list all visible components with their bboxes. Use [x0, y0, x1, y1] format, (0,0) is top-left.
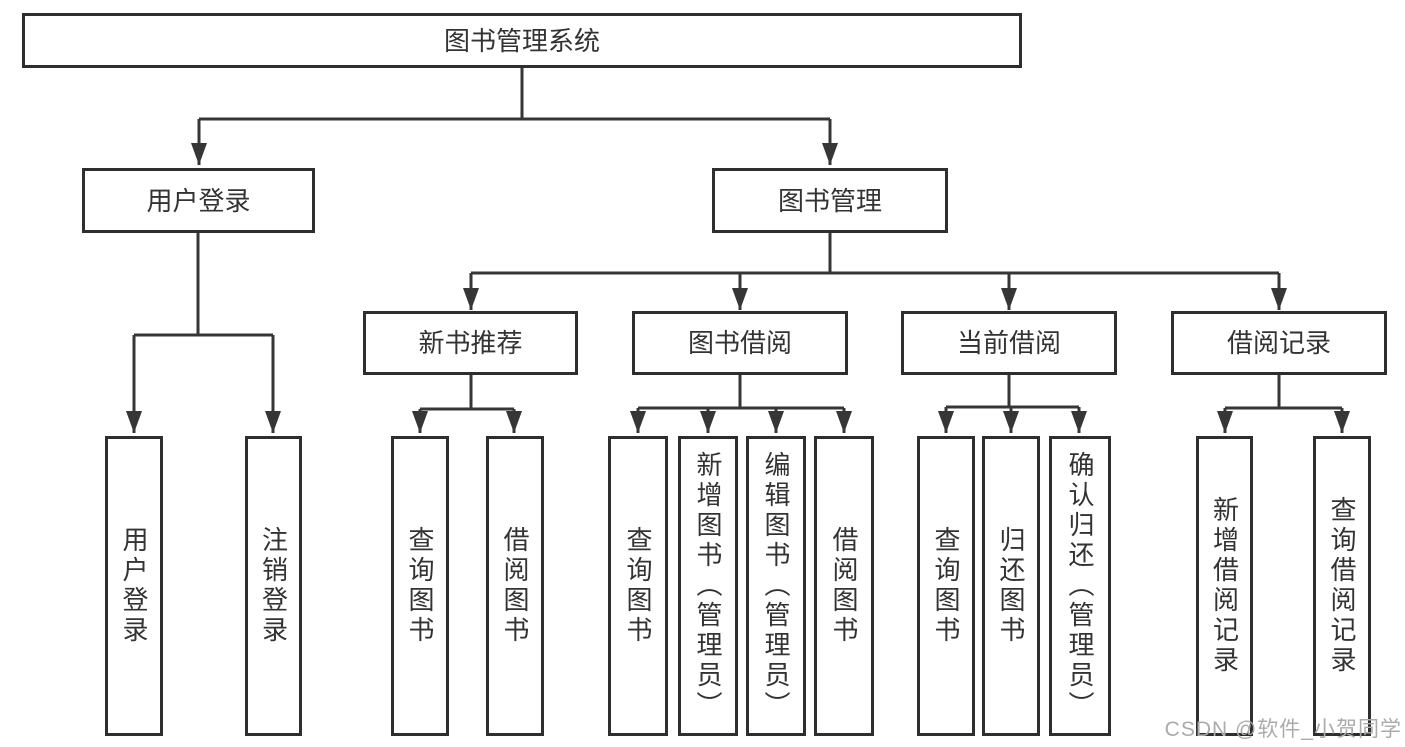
leaf-query-books-current: 查询图书	[917, 436, 975, 736]
node-book-management: 图书管理	[712, 168, 948, 233]
leaf-borrow-books-recommend: 借阅图书	[486, 436, 544, 736]
leaf-add-books-admin: 新增图书（管理员）	[678, 436, 738, 736]
leaf-query-books-recommend: 查询图书	[391, 436, 449, 736]
node-user-login: 用户登录	[82, 168, 315, 233]
leaf-confirm-return-admin: 确认归还（管理员）	[1049, 436, 1111, 736]
node-book-borrowing: 图书借阅	[632, 311, 848, 375]
leaf-query-books-borrowing: 查询图书	[608, 436, 668, 736]
leaf-edit-books-admin: 编辑图书（管理员）	[746, 436, 806, 736]
leaf-borrow-books: 借阅图书	[814, 436, 874, 736]
leaf-add-borrow-record: 新增借阅记录	[1196, 436, 1253, 736]
leaf-return-books: 归还图书	[982, 436, 1040, 736]
node-current-borrowing: 当前借阅	[901, 311, 1117, 375]
node-borrowing-records: 借阅记录	[1171, 311, 1387, 375]
node-new-book-recommend: 新书推荐	[363, 311, 578, 375]
node-library-management-system: 图书管理系统	[22, 13, 1022, 68]
watermark: CSDN @软件_小贺同学	[1164, 718, 1402, 741]
leaf-query-borrow-record: 查询借阅记录	[1313, 436, 1371, 736]
leaf-logout: 注销登录	[245, 436, 302, 736]
leaf-user-login: 用户登录	[105, 436, 163, 736]
